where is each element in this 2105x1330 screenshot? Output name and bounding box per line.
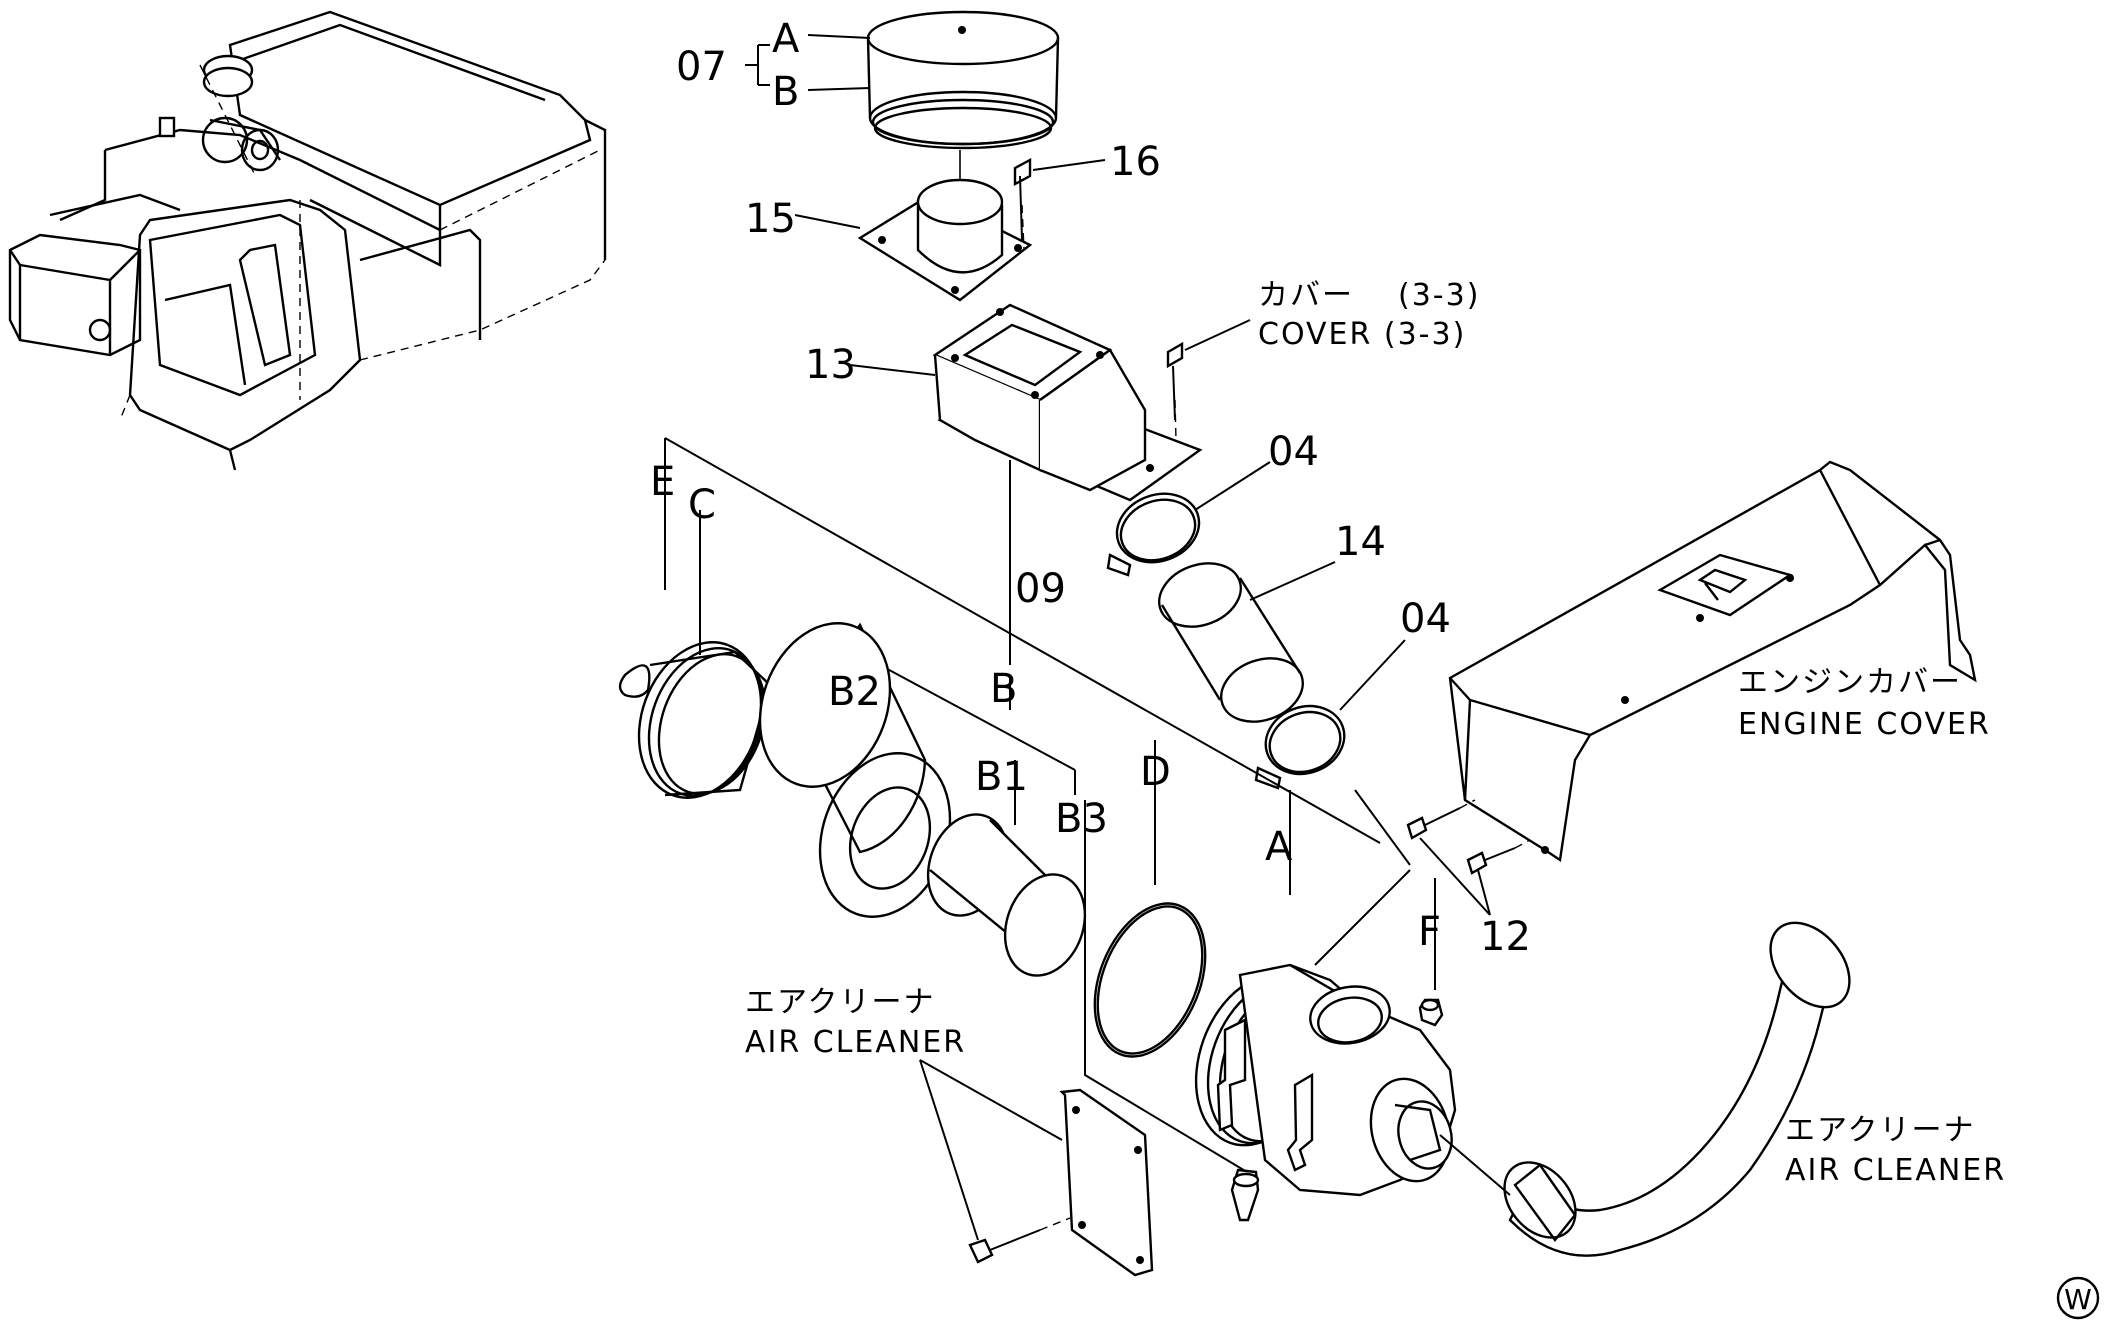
label-b1: B1 xyxy=(975,754,1028,800)
label-e: E xyxy=(650,459,675,505)
part-a-air-cleaner-body xyxy=(1194,963,1457,1222)
callouts: カバー (3-3) COVER (3-3) エンジンカバー ENGINE COV… xyxy=(745,278,2006,1188)
cover-label-jp: カバー xyxy=(1258,278,1354,313)
air-cleaner-right-label-jp: エアクリーナ xyxy=(1785,1113,1976,1148)
bolts-12 xyxy=(1406,799,1531,916)
label-16: 16 xyxy=(1110,139,1161,185)
engine-cover-label-jp: エンジンカバー xyxy=(1738,665,1962,700)
label-09: 09 xyxy=(1015,566,1066,612)
part-b1-inner-element xyxy=(926,813,1087,977)
clamp-upper xyxy=(1106,461,1271,577)
inlet-duct xyxy=(849,303,1251,502)
label-a: A xyxy=(1265,824,1293,870)
label-b3: B3 xyxy=(1055,796,1108,842)
leader-lines-09 xyxy=(664,437,1436,1176)
label-b: B xyxy=(990,666,1017,712)
label-f: F xyxy=(1418,909,1441,955)
engine-cover xyxy=(1448,460,1977,863)
machine-overview xyxy=(8,10,607,471)
clamp-lower xyxy=(1254,639,1406,790)
part-d-o-ring xyxy=(1093,902,1207,1058)
label-b2: B2 xyxy=(828,669,881,715)
air-cleaner-right-label-en: AIR CLEANER xyxy=(1785,1153,2006,1188)
outlet-hose xyxy=(1439,921,1851,1257)
part-e-cap xyxy=(618,664,651,698)
part-labels: 07 A B 16 15 13 04 14 04 09 12 E C B B2 … xyxy=(650,16,1531,960)
label-d: D xyxy=(1140,749,1171,795)
label-15: 15 xyxy=(745,196,796,242)
label-07-a: A xyxy=(772,16,800,62)
label-13: 13 xyxy=(805,342,856,388)
label-12: 12 xyxy=(1480,914,1531,960)
label-07-b: B xyxy=(772,69,799,115)
cover-label-en: COVER (3-3) xyxy=(1258,317,1466,352)
label-c: C xyxy=(688,482,716,528)
label-04-lower: 04 xyxy=(1400,596,1451,642)
corner-mark: W xyxy=(2056,1276,2100,1320)
corner-mark-letter: W xyxy=(2064,1283,2092,1316)
label-07: 07 xyxy=(676,44,727,90)
engine-cover-label-en: ENGINE COVER xyxy=(1738,707,1991,742)
cap-assembly xyxy=(745,10,1060,150)
adapter-plate xyxy=(794,150,1106,302)
air-cleaner-left-label-jp: エアクリーナ xyxy=(745,985,936,1020)
cover-label-ref: (3-3) xyxy=(1398,278,1480,313)
label-04-upper: 04 xyxy=(1268,429,1319,475)
part-b3-bracket-plate xyxy=(919,1059,1154,1277)
air-cleaner-left-label-en: AIR CLEANER xyxy=(745,1025,966,1060)
hose xyxy=(1158,561,1336,723)
label-14: 14 xyxy=(1335,519,1386,565)
